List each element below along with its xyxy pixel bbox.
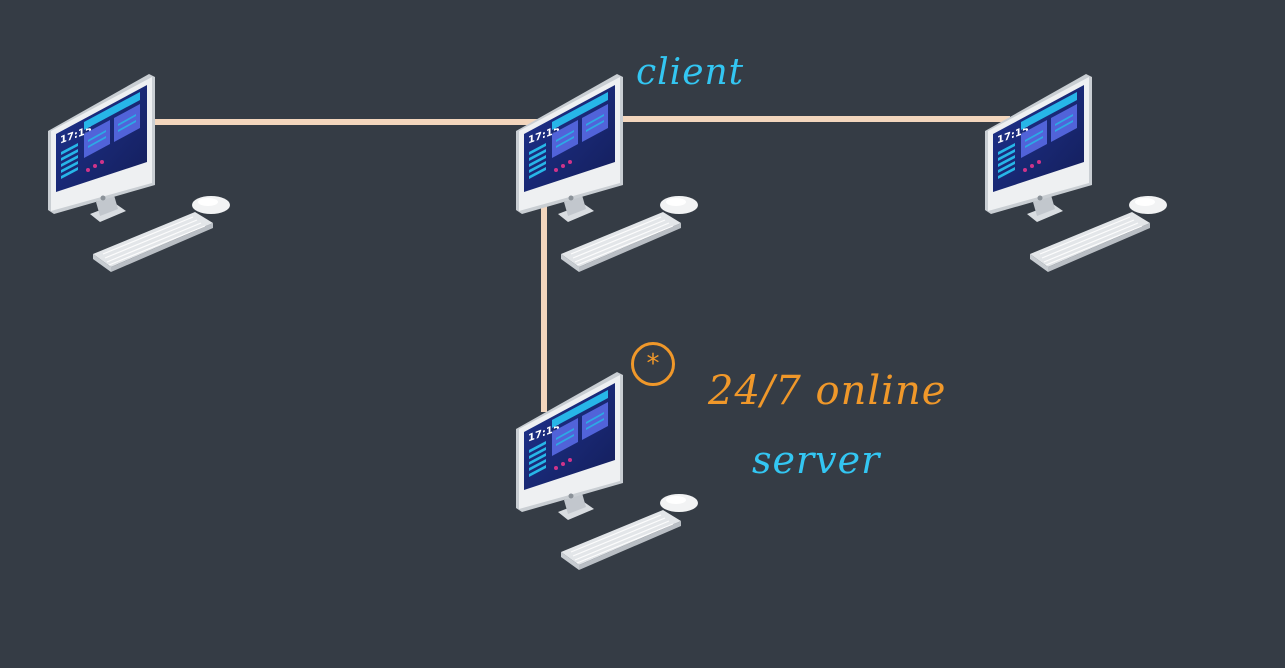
computer-left xyxy=(47,73,231,273)
computer-right xyxy=(984,73,1168,273)
server-label: server xyxy=(752,438,881,482)
client-label: client xyxy=(636,52,745,93)
network-cables xyxy=(152,116,1010,412)
asterisk-badge-icon: * xyxy=(631,342,675,386)
server-note-line1: 24/7 online xyxy=(708,368,947,414)
